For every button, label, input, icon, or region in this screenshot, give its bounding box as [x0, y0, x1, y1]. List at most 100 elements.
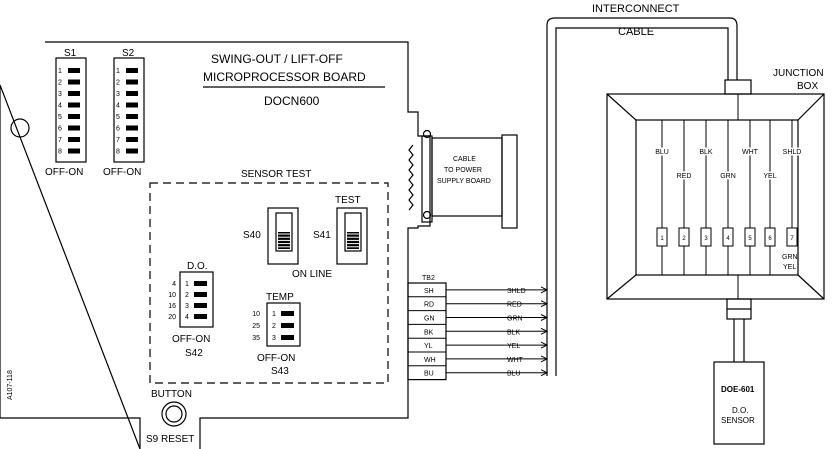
s1-switch-bar — [68, 79, 80, 85]
do-position-number: 1 — [185, 281, 189, 288]
s2-position-number: 5 — [116, 114, 120, 121]
temp-position-number: 2 — [272, 323, 276, 330]
interconnect-line2: CABLE — [618, 26, 654, 38]
test-label: TEST — [335, 195, 361, 206]
s41-switch-body — [336, 207, 368, 265]
board-model: DOCN600 — [264, 94, 320, 108]
tb2-wire-color: BLK — [507, 329, 521, 336]
junction-box-corner-tr — [797, 93, 825, 121]
s1-range-label: OFF-ON — [45, 167, 83, 178]
interconnect-cable-inner — [555, 27, 729, 376]
reset-button-outer — [161, 401, 187, 427]
s2-label: S2 — [122, 48, 135, 59]
s2-position-number: 6 — [116, 126, 120, 133]
connector-stud-top — [422, 129, 432, 139]
do-switch-value: 20 — [168, 314, 176, 321]
s2-position-number: 4 — [116, 103, 120, 110]
jb-terminal-number: 1 — [660, 236, 664, 242]
tb2-wire-color: RED — [507, 302, 522, 309]
junction-box-corner-bl — [606, 274, 637, 300]
temp-position-number: 3 — [272, 335, 276, 342]
tb2-wire-color: BLU — [507, 371, 521, 378]
s1-switch-bars — [68, 68, 80, 154]
sensor-test-box — [149, 182, 389, 384]
s2-position-number: 3 — [116, 91, 120, 98]
temp-switch-value: 25 — [252, 323, 260, 330]
s1-position-number: 1 — [58, 68, 62, 75]
s1-switch-frame — [55, 57, 87, 163]
s1-position-number: 8 — [58, 149, 62, 156]
junction-box-outer — [606, 93, 825, 300]
jb-wire-label: RED — [677, 173, 692, 180]
temp-switch-bar — [281, 335, 294, 340]
microprocessor-board-outline — [0, 41, 431, 449]
cable-zigzag — [408, 144, 414, 211]
tb2-terminal-label: BU — [424, 371, 434, 378]
s1-switch-bar — [68, 148, 80, 154]
jb-wire-label: BLU — [655, 149, 669, 156]
s1-position-number: 5 — [58, 114, 62, 121]
tb2-wire-color: SHLD — [507, 288, 526, 295]
do-switch-value: 16 — [168, 303, 176, 310]
tb2-terminal-label: YL — [424, 343, 433, 350]
jb-terminal-number: 6 — [768, 236, 772, 242]
do-switch-bars — [194, 281, 207, 319]
tb2-wire-color: YEL — [507, 343, 520, 350]
s1-position-number: 7 — [58, 137, 62, 144]
s40-switch-slot — [275, 212, 293, 252]
do-position-number: 4 — [185, 314, 189, 321]
s40-label: S40 — [243, 230, 261, 241]
s1-position-number: 3 — [58, 91, 62, 98]
s2-position-number: 8 — [116, 149, 120, 156]
s40-switch-grip — [278, 232, 290, 249]
tb2-terminal-label: BK — [424, 329, 434, 336]
do-switch-range: OFF-ON — [172, 334, 210, 345]
s1-label: S1 — [64, 48, 77, 59]
button-title: BUTTON — [151, 389, 192, 400]
s1-switch-bar — [68, 125, 80, 131]
temp-position-number: 1 — [272, 311, 276, 318]
sensor-test-title: SENSOR TEST — [241, 169, 311, 180]
s1-switch-bar — [68, 91, 80, 96]
temp-switch-title: TEMP — [266, 292, 294, 303]
sensor-line2: SENSOR — [721, 416, 755, 425]
power-cable-end — [501, 134, 518, 229]
s2-switch-bar — [126, 114, 138, 119]
s2-range-label: OFF-ON — [103, 167, 141, 178]
online-label: ON LINE — [292, 269, 332, 280]
s41-switch-grip — [347, 232, 359, 249]
tb2-terminal-label: RD — [424, 302, 434, 309]
s1-position-number: 4 — [58, 103, 62, 110]
s41-label: S41 — [313, 230, 331, 241]
do-sensor-body — [713, 361, 765, 445]
jb-wire-label: SHLD — [783, 149, 802, 156]
do-switch-bar — [194, 281, 207, 286]
temp-switch-name: S43 — [271, 366, 289, 377]
reset-button-inner — [165, 405, 183, 423]
s41-switch-slot — [344, 212, 362, 252]
junction-box-corner-br — [797, 274, 825, 300]
sensor-line1: D.O. — [732, 406, 748, 415]
temp-switch-bars — [281, 311, 294, 340]
s2-switch-bar — [126, 125, 138, 131]
temp-switch-position-numbers: 1 2 3 — [272, 311, 276, 342]
connector-stud-bottom — [422, 210, 432, 220]
temp-switch-frame — [266, 302, 301, 347]
tb2-terminal-label: WH — [424, 357, 436, 364]
jb-wire-label: YEL — [763, 173, 776, 180]
temp-switch-bar — [281, 311, 294, 316]
power-cable-line1: CABLE — [453, 156, 476, 163]
interconnect-cable — [546, 17, 738, 376]
tb2-terminal-label: SH — [424, 288, 434, 295]
do-switch-name: S42 — [185, 348, 203, 359]
jb-terminal — [786, 227, 798, 247]
do-switch-bar — [194, 292, 207, 297]
do-switch-bar — [194, 314, 207, 319]
junction-box-inner — [635, 119, 799, 276]
do-position-number: 2 — [185, 292, 189, 299]
